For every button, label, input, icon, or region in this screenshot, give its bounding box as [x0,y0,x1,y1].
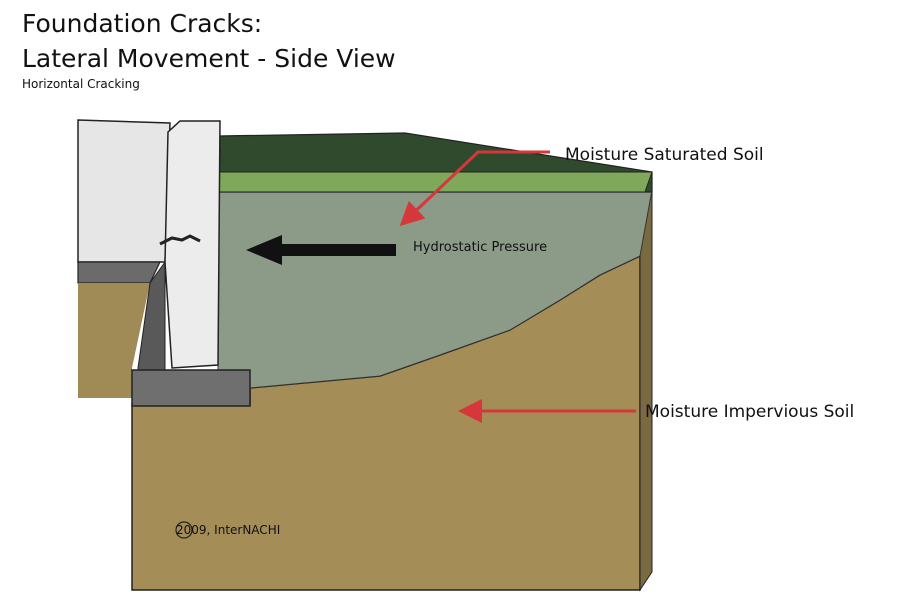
diagram-title-line-1: Foundation Cracks: [22,9,263,38]
copyright-symbol [175,521,193,539]
slab-edge [77,261,161,284]
foundation-wall [164,120,221,369]
basement-slab [77,119,171,263]
label-moisture-saturated-soil: Moisture Saturated Soil [565,145,764,165]
diagram-subtitle: Horizontal Cracking [22,77,140,91]
label-hydrostatic-pressure: Hydrostatic Pressure [413,240,548,255]
copyright-notice: 2009, InterNACHI [176,523,281,537]
grass-edge [217,171,653,193]
saturated-soil-pointer-arrow [399,150,550,227]
hydrostatic-pressure-arrow [246,235,396,265]
horizontal-crack [159,234,201,246]
diagram-title-line-2: Lateral Movement - Side View [22,44,396,73]
label-moisture-impervious-soil: Moisture Impervious Soil [645,402,855,422]
footing [131,369,251,407]
